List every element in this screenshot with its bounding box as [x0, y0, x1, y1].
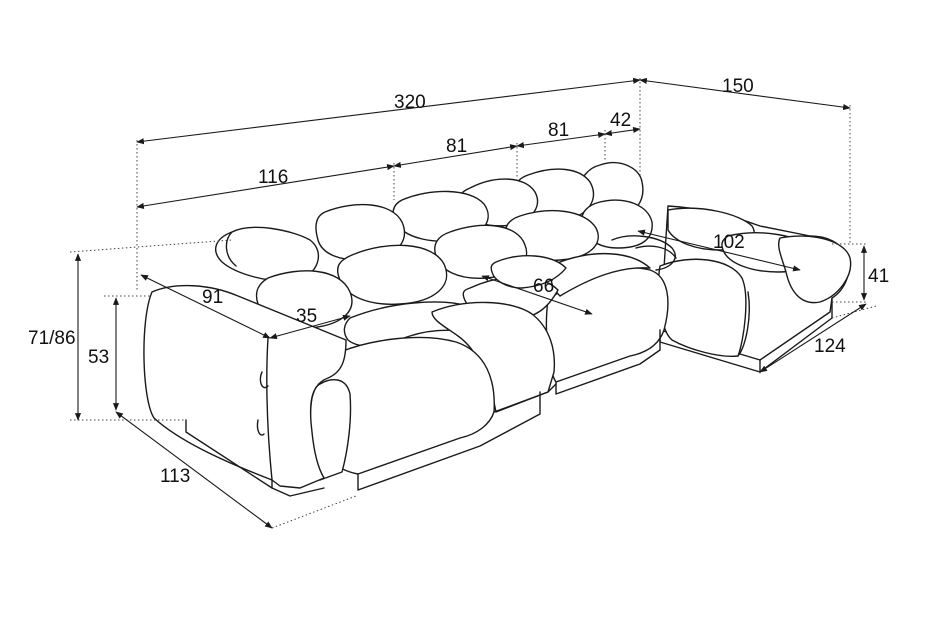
- label-segment-3: 81: [548, 120, 569, 141]
- label-depth-total: 113: [160, 466, 190, 487]
- label-seat-depth-2: 102: [713, 232, 745, 253]
- label-arm-width: 35: [296, 306, 317, 327]
- label-arm-depth: 91: [202, 287, 223, 308]
- label-seat-depth-1: 66: [533, 276, 554, 297]
- label-segment-2: 81: [446, 136, 467, 157]
- left-seat-module: [143, 284, 557, 497]
- sofa-illustration: [143, 162, 852, 497]
- label-segment-4: 42: [610, 110, 631, 131]
- dimension-labels: 320 150 116 81 81 42 91 35 66 102 71/86 …: [28, 76, 889, 487]
- label-chaise-depth: 150: [722, 76, 754, 97]
- label-seat-height: 53: [88, 347, 109, 368]
- label-total-length: 320: [394, 92, 426, 113]
- label-chaise-height: 41: [868, 266, 889, 287]
- label-height-total: 71/86: [28, 328, 76, 349]
- label-chaise-width: 124: [814, 336, 846, 357]
- dimension-lines: [69, 77, 877, 529]
- label-segment-1: 116: [258, 167, 288, 188]
